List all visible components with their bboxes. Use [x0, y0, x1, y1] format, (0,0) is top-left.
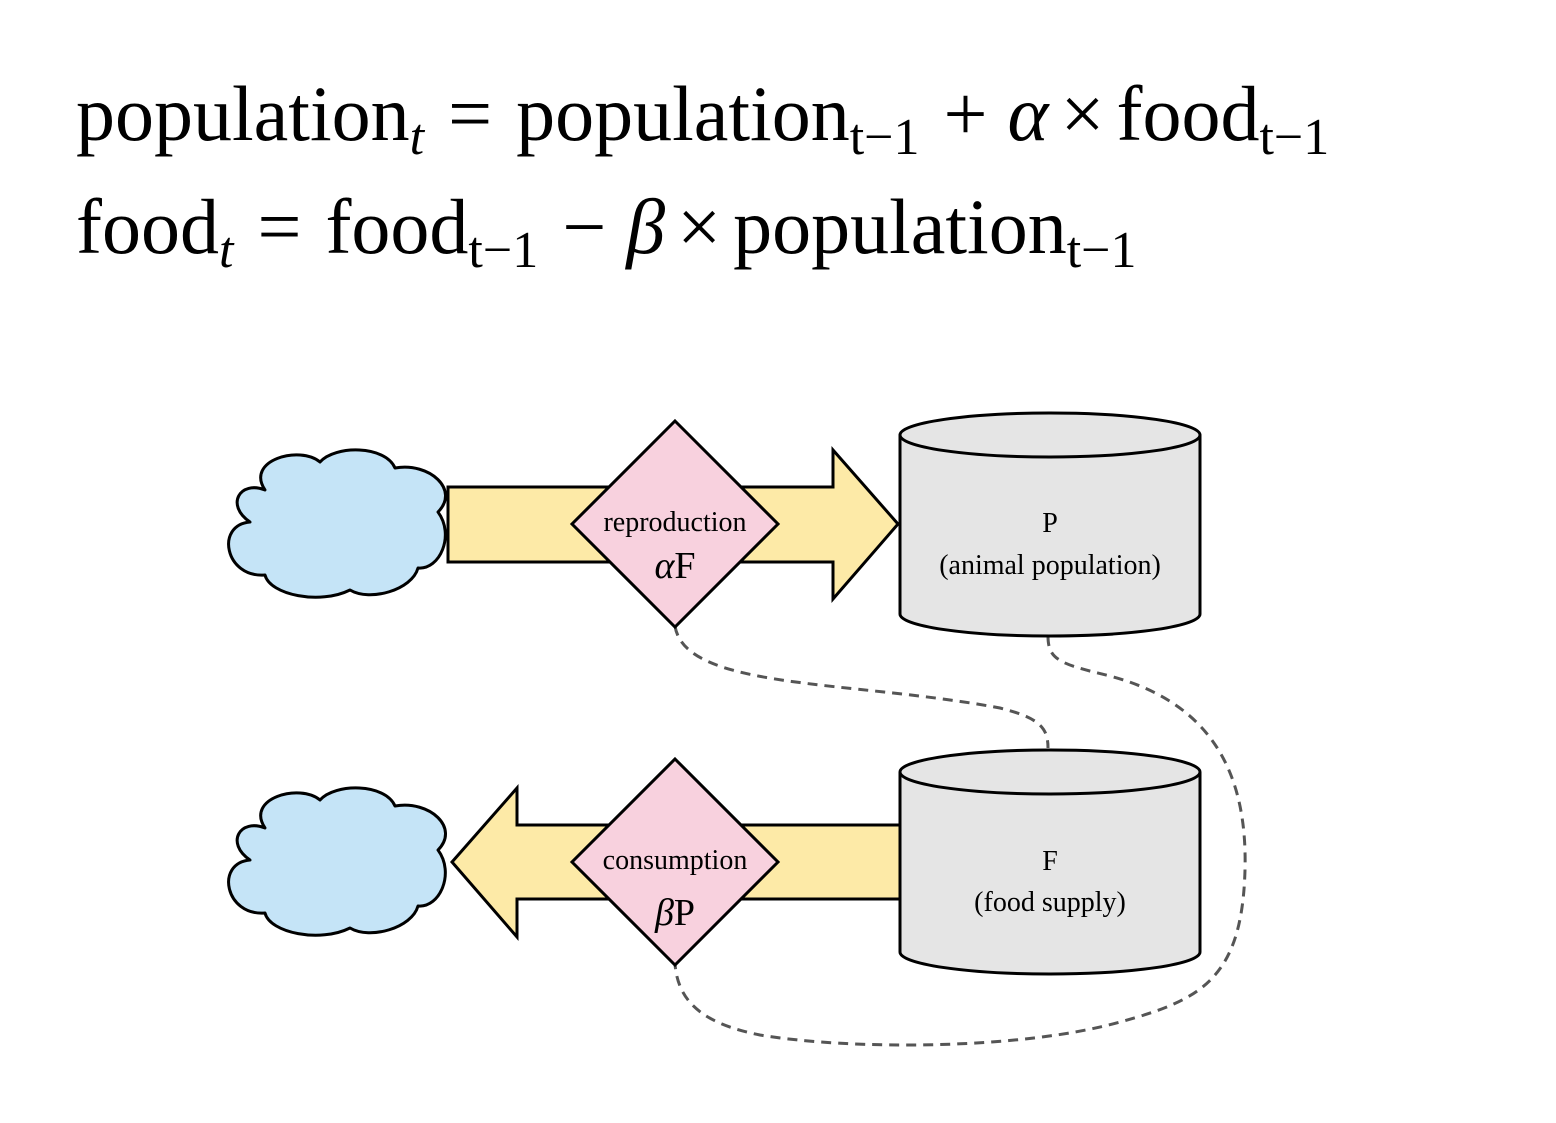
eq1-rhs-sub1: t−1 — [850, 109, 920, 166]
eq2-minus: − — [562, 183, 606, 270]
eq1-rhs-sub2: t−1 — [1259, 109, 1329, 166]
eq2-rhs-var2: population — [733, 183, 1067, 270]
eq1-times: × — [1060, 70, 1104, 157]
equation-population: populationt=populationt−1+α×foodt−1 — [76, 70, 1329, 166]
consumption-rate-var: P — [674, 892, 695, 934]
stock-population-description: (animal population) — [939, 550, 1161, 581]
reproduction-rate: αF — [654, 545, 695, 587]
info-link-reproduction-to-food — [673, 625, 1050, 749]
consumption-valve: consumption βP — [569, 756, 781, 968]
stock-food: F (food supply) — [898, 748, 1202, 976]
equation-food: foodt=foodt−1−β×populationt−1 — [76, 183, 1136, 279]
eq1-lhs-sub: t — [410, 109, 426, 166]
eq2-times: × — [677, 183, 721, 270]
reproduction-label: reproduction — [603, 507, 746, 538]
stock-population-symbol: P — [1042, 508, 1058, 539]
eq2-equals: = — [257, 183, 301, 270]
eq1-plus: + — [944, 70, 988, 157]
eq2-rhs-sub1: t−1 — [468, 222, 538, 279]
eq1-rhs-var2: food — [1116, 70, 1259, 157]
stock-population: P (animal population) — [898, 411, 1202, 638]
eq1-alpha: α — [1008, 70, 1051, 157]
consumption-label: consumption — [603, 845, 748, 876]
eq2-lhs-sub: t — [219, 222, 235, 279]
eq1-equals: = — [448, 70, 492, 157]
stock-food-symbol: F — [1042, 846, 1058, 877]
eq2-rhs-var1: food — [325, 183, 468, 270]
source-cloud-icon — [227, 448, 447, 599]
eq1-lhs-var: population — [76, 70, 410, 157]
sink-cloud-icon — [227, 786, 447, 937]
reproduction-rate-var: F — [674, 545, 695, 587]
eq2-lhs-var: food — [76, 183, 219, 270]
reproduction-valve: reproduction αF — [569, 418, 781, 630]
eq1-rhs-var1: population — [516, 70, 850, 157]
reproduction-rate-symbol: α — [654, 545, 675, 587]
info-link-population-to-consumption — [673, 635, 1247, 1047]
consumption-rate: βP — [654, 892, 695, 934]
consumption-rate-symbol: β — [654, 892, 674, 934]
eq2-beta: β — [624, 183, 665, 270]
stock-food-description: (food supply) — [974, 887, 1126, 918]
eq2-rhs-sub2: t−1 — [1067, 222, 1137, 279]
